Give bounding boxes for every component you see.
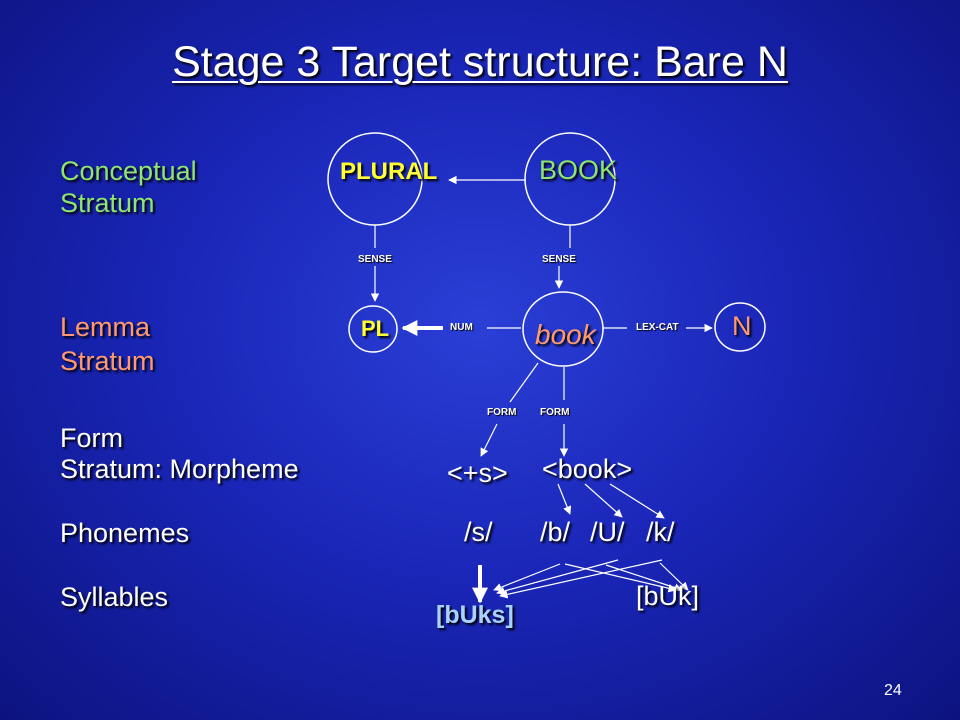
k-to-buks-arrow xyxy=(499,559,663,599)
pl-node: PL xyxy=(361,316,390,341)
form-left-label: FORM xyxy=(487,407,517,418)
sense-left-label: SENSE xyxy=(358,254,392,265)
phonemes-label: Phonemes xyxy=(60,518,190,548)
form-left-line-bottom xyxy=(480,423,498,457)
page-number: 24 xyxy=(884,682,902,699)
pl-node-ellipse xyxy=(348,305,398,353)
k-to-buk-arrow xyxy=(659,562,689,591)
book-to-u-arrow xyxy=(584,483,623,518)
b-to-buks-arrow xyxy=(493,563,561,592)
phoneme-k: /k/ xyxy=(646,517,675,547)
conceptual-label: Conceptual xyxy=(60,156,197,186)
lemma-stratum-label: Stratum xyxy=(60,346,155,376)
morpheme-book: <book> xyxy=(542,454,633,484)
phoneme-s: /s/ xyxy=(464,517,493,547)
slide-title: Stage 3 Target structure: Bare N xyxy=(172,38,788,86)
conceptual-stratum-label: Stratum xyxy=(60,188,155,218)
book-to-k-arrow xyxy=(609,483,665,519)
n-node: N xyxy=(732,311,752,341)
phoneme-u: /U/ xyxy=(590,517,625,547)
plural-node: PLURAL xyxy=(340,158,438,185)
u-to-buks-arrow xyxy=(496,559,619,596)
morpheme-s: <+s> xyxy=(447,458,508,488)
phoneme-b: /b/ xyxy=(540,517,571,547)
n-node-ellipse xyxy=(714,302,766,352)
u-to-buk-arrow xyxy=(605,564,683,592)
num-label: NUM xyxy=(450,322,473,333)
syllables-label: Syllables xyxy=(60,582,169,612)
form-right-label: FORM xyxy=(540,407,570,418)
sense-right-label: SENSE xyxy=(542,254,576,265)
form-label: Form xyxy=(60,423,123,453)
syllable-buk: [bUk] xyxy=(636,581,700,611)
book-to-b-arrow xyxy=(557,483,572,515)
b-to-buk-arrow xyxy=(564,563,677,593)
book-lemma-node: book xyxy=(535,319,596,350)
book-concept-node: BOOK xyxy=(539,155,618,185)
lemma-label: Lemma xyxy=(60,312,151,342)
lexcat-label: LEX-CAT xyxy=(636,322,679,333)
form-stratum-label: Stratum: Morpheme xyxy=(60,454,299,484)
form-left-line-top xyxy=(509,362,539,403)
syllable-buks: [bUks] xyxy=(436,601,514,629)
book-lemma-ellipse xyxy=(522,291,604,367)
